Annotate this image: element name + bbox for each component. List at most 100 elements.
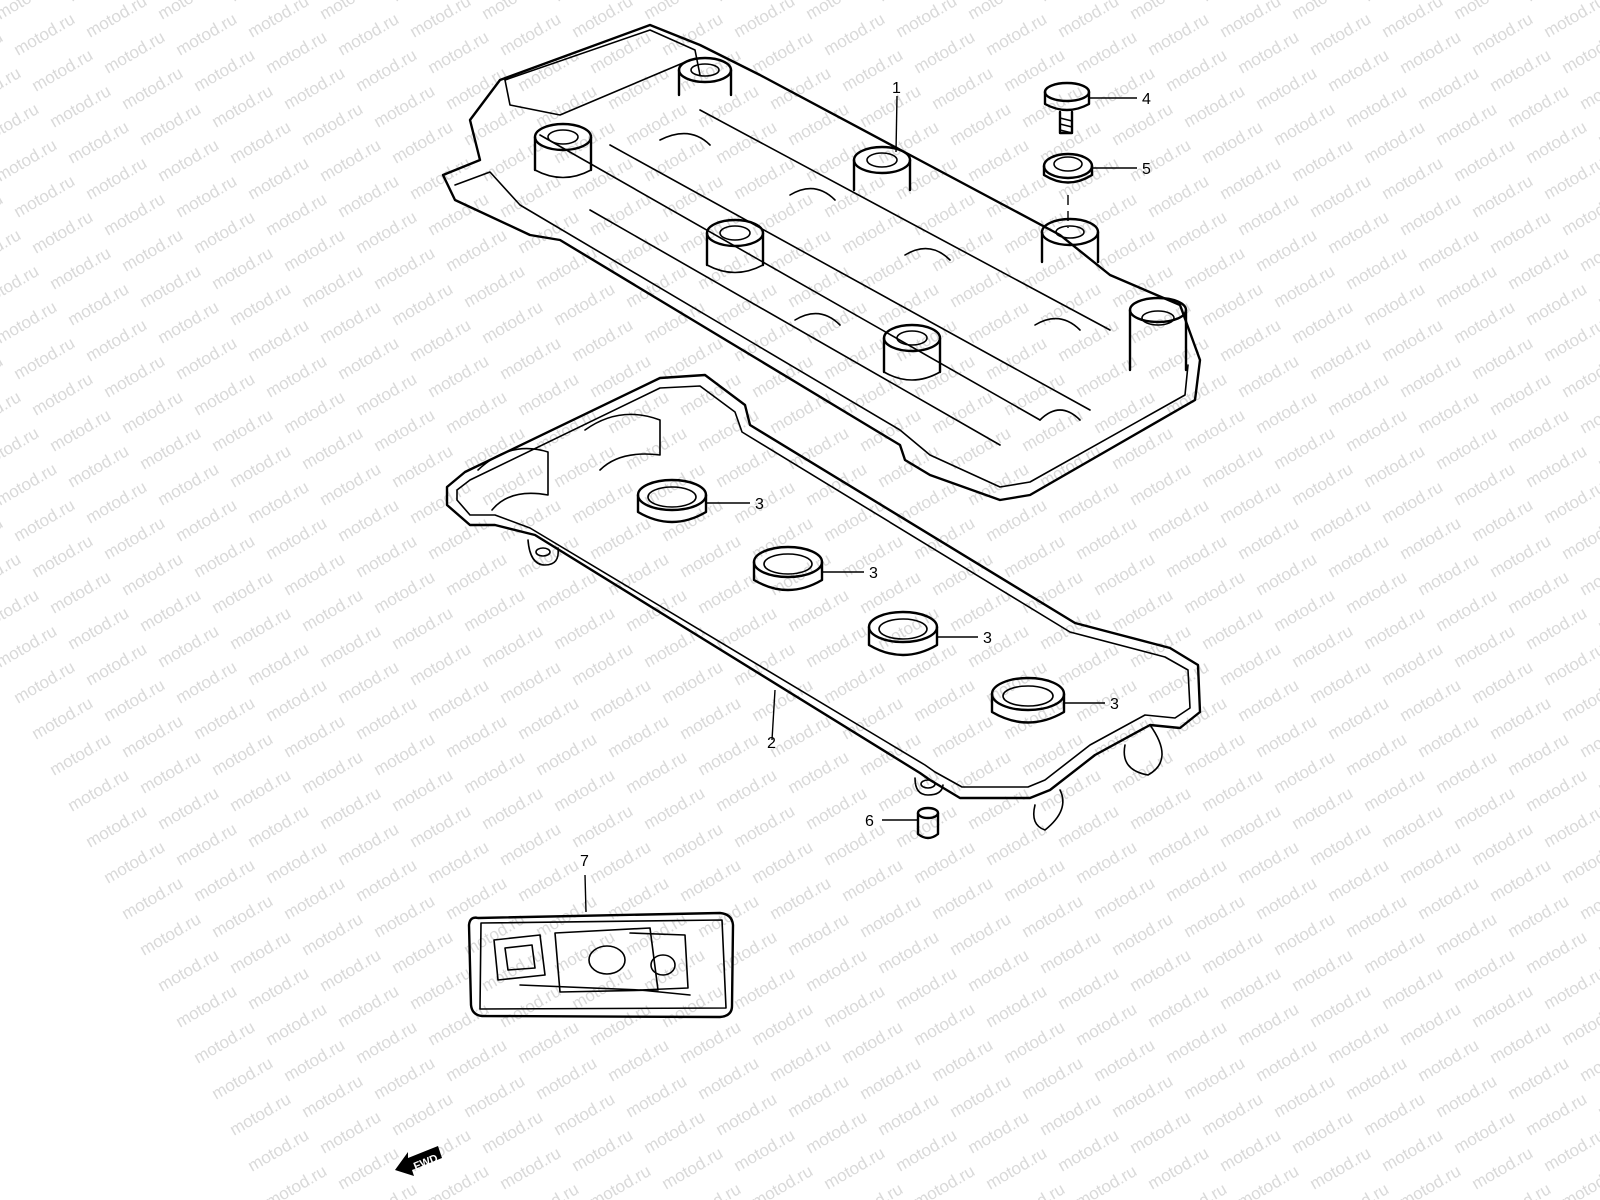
watermark-text: motod.ru bbox=[965, 783, 1033, 833]
watermark-text: motod.ru bbox=[29, 45, 97, 95]
watermark-text: motod.ru bbox=[335, 9, 403, 59]
watermark-text: motod.ru bbox=[947, 909, 1015, 959]
watermark-text: motod.ru bbox=[1001, 45, 1069, 95]
watermark-text: motod.ru bbox=[335, 657, 403, 707]
watermark-text: motod.ru bbox=[209, 1053, 277, 1103]
watermark-text: motod.ru bbox=[731, 963, 799, 1013]
watermark-text: motod.ru bbox=[263, 27, 331, 77]
watermark-text: motod.ru bbox=[803, 783, 871, 833]
watermark-text: motod.ru bbox=[1199, 279, 1267, 329]
watermark-text: motod.ru bbox=[263, 189, 331, 239]
callout-3d: 3 bbox=[1110, 696, 1119, 713]
watermark-text: motod.ru bbox=[1253, 63, 1321, 113]
watermark-text: motod.ru bbox=[1397, 27, 1465, 77]
cover-gasket[interactable] bbox=[445, 373, 1202, 831]
watermark-text: motod.ru bbox=[1541, 315, 1600, 365]
watermark-text: motod.ru bbox=[983, 1143, 1051, 1193]
watermark-text: motod.ru bbox=[479, 297, 547, 347]
watermark-text: motod.ru bbox=[551, 927, 619, 977]
watermark-text: motod.ru bbox=[497, 9, 565, 59]
watermark-text: motod.ru bbox=[209, 729, 277, 779]
watermark-text: motod.ru bbox=[713, 279, 781, 329]
watermark-text: motod.ru bbox=[893, 639, 961, 689]
watermark-text: motod.ru bbox=[353, 855, 421, 905]
watermark-text: motod.ru bbox=[443, 549, 511, 599]
watermark-text: motod.ru bbox=[1451, 1107, 1519, 1157]
watermark-text: motod.ru bbox=[1325, 45, 1393, 95]
watermark-text: motod.ru bbox=[1361, 117, 1429, 167]
watermark-text: motod.ru bbox=[1037, 927, 1105, 977]
watermark-text: motod.ru bbox=[1091, 873, 1159, 923]
watermark-text: motod.ru bbox=[569, 0, 637, 41]
watermark-text: motod.ru bbox=[533, 1053, 601, 1103]
watermark-text: motod.ru bbox=[1073, 1161, 1141, 1200]
watermark-text: motod.ru bbox=[425, 837, 493, 887]
watermark-text: motod.ru bbox=[1271, 1071, 1339, 1121]
watermark-text: motod.ru bbox=[1469, 333, 1537, 383]
dowel-pin[interactable] bbox=[916, 806, 940, 840]
watermark-text: motod.ru bbox=[1559, 1161, 1600, 1200]
watermark-text: motod.ru bbox=[281, 63, 349, 113]
watermark-text: motod.ru bbox=[767, 1035, 835, 1085]
watermark-text: motod.ru bbox=[1109, 585, 1177, 635]
watermark-text: motod.ru bbox=[1181, 567, 1249, 617]
watermark-text: motod.ru bbox=[569, 1125, 637, 1175]
watermark-text: motod.ru bbox=[1091, 549, 1159, 599]
watermark-text: motod.ru bbox=[1559, 837, 1600, 887]
watermark-text: motod.ru bbox=[1145, 981, 1213, 1031]
watermark-text: motod.ru bbox=[353, 1017, 421, 1067]
watermark-text: motod.ru bbox=[839, 1017, 907, 1067]
watermark-text: motod.ru bbox=[803, 945, 871, 995]
watermark-text: motod.ru bbox=[803, 621, 871, 671]
plug-boss bbox=[1040, 217, 1100, 264]
watermark-text: motod.ru bbox=[1415, 873, 1483, 923]
watermark-text: motod.ru bbox=[191, 45, 259, 95]
watermark-text: motod.ru bbox=[1235, 351, 1303, 401]
watermark-text: motod.ru bbox=[1343, 405, 1411, 455]
plug-hole-gasket[interactable] bbox=[867, 610, 939, 657]
callout-2: 2 bbox=[767, 735, 776, 752]
watermark-text: motod.ru bbox=[1055, 477, 1123, 527]
watermark-text: motod.ru bbox=[1145, 9, 1213, 59]
watermark-text: motod.ru bbox=[335, 1143, 403, 1193]
watermark-text: motod.ru bbox=[1145, 819, 1213, 869]
watermark-text: motod.ru bbox=[893, 1125, 961, 1175]
cover-bolt[interactable] bbox=[1043, 81, 1091, 135]
watermark-text: motod.ru bbox=[515, 855, 583, 905]
watermark-text: motod.ru bbox=[1217, 315, 1285, 365]
watermark-text: motod.ru bbox=[965, 945, 1033, 995]
watermark-text: motod.ru bbox=[11, 333, 79, 383]
cover-washer[interactable] bbox=[1042, 152, 1094, 184]
watermark-text: motod.ru bbox=[605, 63, 673, 113]
watermark-text: motod.ru bbox=[983, 171, 1051, 221]
watermark-text: motod.ru bbox=[1559, 675, 1600, 725]
watermark-text: motod.ru bbox=[1415, 1035, 1483, 1085]
watermark-text: motod.ru bbox=[965, 1107, 1033, 1157]
watermark-text: motod.ru bbox=[857, 567, 925, 617]
plug-hole-gasket[interactable] bbox=[990, 676, 1066, 724]
watermark-text: motod.ru bbox=[389, 603, 457, 653]
watermark-text: motod.ru bbox=[1343, 567, 1411, 617]
watermark-text: motod.ru bbox=[1415, 711, 1483, 761]
watermark-text: motod.ru bbox=[965, 621, 1033, 671]
gasket-set[interactable] bbox=[467, 911, 735, 1019]
watermark-text: motod.ru bbox=[1343, 1053, 1411, 1103]
plug-hole-gasket[interactable] bbox=[752, 545, 824, 592]
watermark-text: motod.ru bbox=[65, 117, 133, 167]
watermark-text: motod.ru bbox=[1235, 675, 1303, 725]
watermark-text: motod.ru bbox=[119, 63, 187, 113]
watermark-text: motod.ru bbox=[407, 153, 475, 203]
cylinder-head-cover[interactable] bbox=[441, 23, 1202, 502]
watermark-text: motod.ru bbox=[1109, 1071, 1177, 1121]
watermark-text: motod.ru bbox=[1343, 891, 1411, 941]
watermark-text: motod.ru bbox=[623, 1071, 691, 1121]
watermark-text: motod.ru bbox=[1217, 0, 1285, 41]
watermark-text: motod.ru bbox=[65, 765, 133, 815]
plug-hole-gasket[interactable] bbox=[636, 478, 708, 524]
watermark-text: motod.ru bbox=[947, 585, 1015, 635]
watermark-text: motod.ru bbox=[1469, 657, 1537, 707]
watermark-text: motod.ru bbox=[1469, 495, 1537, 545]
watermark-text: motod.ru bbox=[551, 441, 619, 491]
